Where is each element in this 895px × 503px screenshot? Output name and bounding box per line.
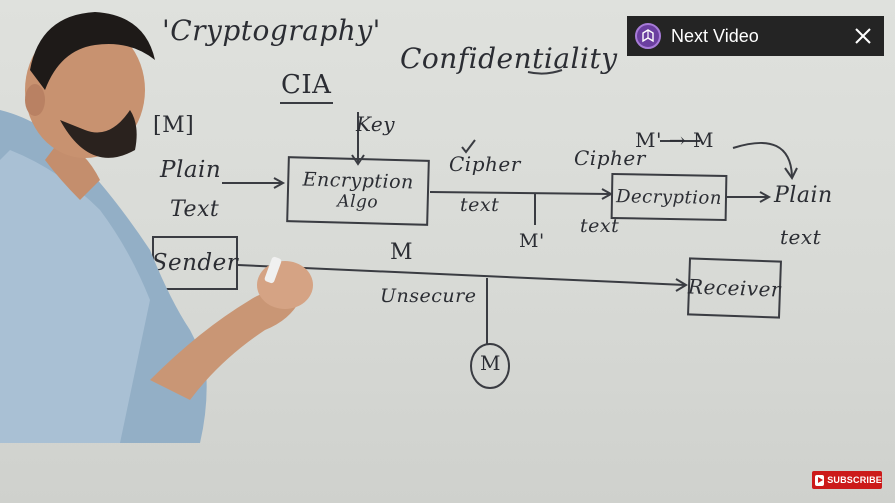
channel-avatar-icon xyxy=(635,23,661,49)
m-prime-to-m-label: M' → M xyxy=(635,128,714,152)
decryption-label: Decryption xyxy=(615,185,723,209)
message-bracket-label: [M] xyxy=(153,113,195,138)
dec-to-plain-head xyxy=(759,191,772,203)
channel-logo-icon xyxy=(642,29,654,43)
key-arrowhead xyxy=(351,154,365,166)
plain-text-right-line2: text xyxy=(780,225,822,249)
cipher-label-2: Cipher xyxy=(574,146,646,170)
plain-text-left-line1: Plain xyxy=(160,157,222,183)
algo-label: Algo xyxy=(337,191,379,213)
next-video-title: Next Video xyxy=(671,25,759,46)
next-video-overlay[interactable]: Next Video xyxy=(627,16,884,56)
confidentiality-label: Confidentiality xyxy=(400,42,618,75)
cipher-text-label-2: text xyxy=(580,215,620,237)
plain-text-left-line2: Text xyxy=(170,197,220,222)
eavesdrop-m-label: M xyxy=(480,351,501,375)
confidentiality-underline xyxy=(527,69,563,75)
cipher-label-1: Cipher xyxy=(449,152,521,176)
m-curve-head xyxy=(784,167,798,180)
cipher-line xyxy=(429,191,611,195)
plain-text-right-line1: Plain xyxy=(774,183,833,208)
channel-line xyxy=(237,264,686,286)
cipher-text-label-1: text xyxy=(460,194,500,216)
cipher-line-head xyxy=(601,188,614,200)
channel-m-label: M xyxy=(390,240,414,265)
decryption-box: Decryption xyxy=(610,172,728,222)
plain-to-enc-head xyxy=(273,177,286,189)
unsecure-label: Unsecure xyxy=(380,285,477,307)
subscribe-button[interactable]: SUBSCRIBE xyxy=(812,471,882,489)
presenter-image xyxy=(0,12,313,443)
receiver-box: Receiver xyxy=(687,257,782,319)
key-label: Key xyxy=(356,112,396,136)
m-prime-tap-label: M' xyxy=(519,230,545,252)
channel-head xyxy=(675,278,688,292)
cryptography-title: 'Cryptography' xyxy=(162,14,381,47)
cia-label: CIA xyxy=(281,70,332,100)
receiver-label: Receiver xyxy=(687,274,782,302)
close-icon[interactable] xyxy=(852,25,874,47)
sender-label: Sender xyxy=(151,250,239,276)
m-curve xyxy=(732,141,793,177)
play-icon xyxy=(815,474,825,486)
subscribe-label: SUBSCRIBE xyxy=(827,475,882,485)
check-mark xyxy=(461,139,476,154)
eavesdrop-circle xyxy=(470,343,510,389)
